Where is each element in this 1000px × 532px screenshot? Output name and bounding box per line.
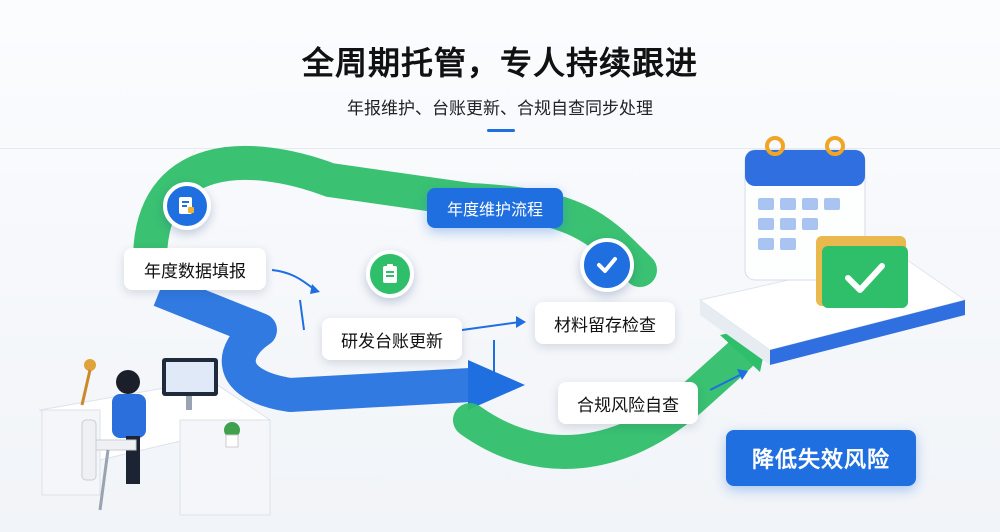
blue-flow-arrowhead bbox=[468, 360, 525, 410]
connector-arrowhead bbox=[489, 378, 499, 387]
clipboard-icon bbox=[366, 250, 414, 298]
step-compliance: 合规风险自查 bbox=[558, 382, 698, 424]
folder-check-icon bbox=[816, 236, 908, 308]
checkmark-icon bbox=[580, 238, 634, 292]
connector-arrow bbox=[299, 299, 305, 331]
step-materials: 材料留存检查 bbox=[535, 302, 675, 344]
person-at-desk-icon bbox=[38, 358, 272, 516]
flow-label: 年度维护流程 bbox=[427, 188, 563, 228]
connector-arrowhead bbox=[516, 316, 526, 328]
connector-arrow bbox=[461, 321, 521, 331]
page-subtitle: 年报维护、台账更新、合规自查同步处理 bbox=[347, 99, 653, 119]
step-annual-report: 年度数据填报 bbox=[124, 248, 266, 290]
connector-arrowhead bbox=[737, 369, 748, 380]
page-title: 全周期托管，专人持续跟进 bbox=[301, 44, 698, 82]
floor-seam bbox=[0, 148, 1000, 149]
connector-arrowhead bbox=[310, 284, 320, 294]
step-rd-ledger: 研发台账更新 bbox=[322, 318, 462, 360]
document-icon bbox=[163, 182, 211, 230]
blue-flow-ribbon bbox=[153, 274, 471, 412]
outcome-label: 降低失效风险 bbox=[726, 430, 916, 486]
title-underline bbox=[487, 129, 515, 132]
connector-arrow bbox=[709, 373, 743, 391]
connector-arrow bbox=[271, 269, 316, 291]
